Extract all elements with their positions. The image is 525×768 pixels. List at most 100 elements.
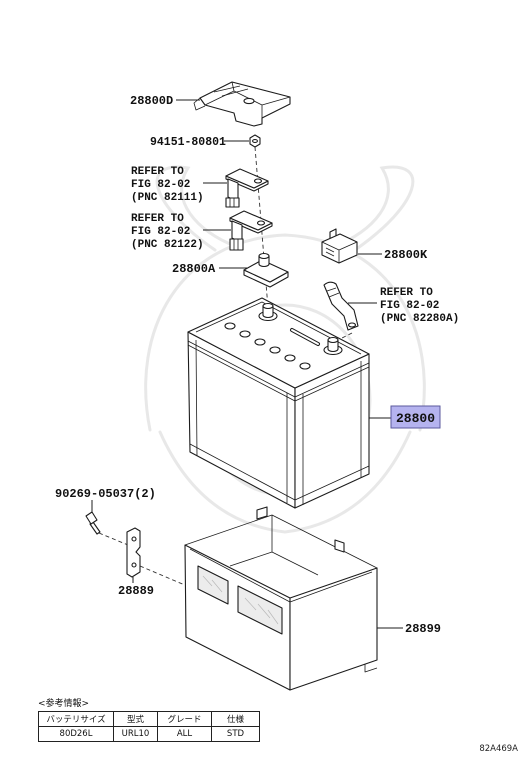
tray-window-small xyxy=(197,565,229,605)
highlight-box xyxy=(390,405,441,429)
clamp-82111-hole xyxy=(253,178,263,184)
watermark-right-horn xyxy=(333,165,415,252)
clip-lower-hole xyxy=(131,562,137,568)
tray-right-face xyxy=(289,567,378,691)
cover-ribs xyxy=(213,85,249,97)
cable-terminal-pnc-82280a[interactable] xyxy=(323,281,359,331)
refer-to-pnc-82111[interactable]: REFER TO FIG 82-02 (PNC 82111) xyxy=(131,166,204,204)
nut-94151-80801[interactable] xyxy=(249,134,261,148)
clip-body xyxy=(126,527,141,578)
cell-cap xyxy=(224,322,236,330)
table-row: 80D26L URL10 ALL STD xyxy=(38,726,260,742)
label-28800a[interactable]: 28800A xyxy=(172,262,216,276)
header-spec: 仕様 xyxy=(211,711,260,727)
battery-cell-caps xyxy=(224,322,311,370)
clip-upper-hole xyxy=(131,536,137,542)
label-28800-highlighted[interactable]: 28800 xyxy=(390,405,441,429)
tray-window-hatching xyxy=(202,575,279,625)
terminal-bracket-28800a[interactable] xyxy=(243,252,289,288)
refer-to-pnc-82280a[interactable]: REFER TO FIG 82-02 (PNC 82280A) xyxy=(380,287,459,325)
cable-terminal-body xyxy=(323,281,359,331)
refer-line-1: REFER TO xyxy=(131,213,184,225)
battery-28800[interactable] xyxy=(187,297,370,509)
cell-battery-size: 80D26L xyxy=(38,726,114,742)
refer-line-3: (PNC 82111) xyxy=(131,192,204,204)
cell-cap xyxy=(284,354,296,362)
battery-positive-terminal xyxy=(323,336,343,356)
reference-info: <参考情報> バッテリサイズ 型式 グレード 仕様 80D26L URL10 A… xyxy=(38,698,260,742)
watermark-neck-guard xyxy=(158,430,412,534)
leader-lines xyxy=(91,99,403,629)
label-28800k[interactable]: 28800K xyxy=(384,248,428,262)
positive-terminal-post xyxy=(327,339,339,353)
clamp-pnc-82111[interactable] xyxy=(225,168,269,208)
bracket-bolt-head xyxy=(258,252,270,260)
negative-terminal-top xyxy=(262,302,274,310)
connector-edges xyxy=(321,241,358,263)
refer-line-2: FIG 82-02 xyxy=(131,226,190,238)
clamp-pnc-82122[interactable] xyxy=(229,210,273,251)
refer-line-3: (PNC 82122) xyxy=(131,239,204,251)
bolt-90269-05037[interactable] xyxy=(85,511,101,535)
battery-vent-slot-inner xyxy=(291,329,319,345)
label-28800d[interactable]: 28800D xyxy=(130,94,173,108)
clamp-82111-cable-lines xyxy=(229,198,235,207)
cell-grade: ALL xyxy=(157,726,212,742)
cover-hole xyxy=(243,97,255,105)
tray-bottom-step xyxy=(364,664,378,673)
battery-top-inner-rim xyxy=(195,301,362,355)
battery-case-ribs xyxy=(195,339,362,505)
cell-cap xyxy=(254,338,266,346)
header-model: 型式 xyxy=(113,711,158,727)
cable-terminal-lug-hole xyxy=(347,322,357,328)
battery-bottom-rim xyxy=(189,443,370,501)
battery-negative-terminal xyxy=(258,302,278,322)
refer-to-pnc-82122[interactable]: REFER TO FIG 82-02 (PNC 82122) xyxy=(131,213,204,251)
clamp-82122-hole xyxy=(256,220,266,226)
refer-line-1: REFER TO xyxy=(131,166,184,178)
label-94151-80801[interactable]: 94151-80801 xyxy=(150,136,226,149)
clamp-82122-cable-end xyxy=(229,238,244,251)
negative-terminal-post xyxy=(262,305,274,319)
label-28889[interactable]: 28889 xyxy=(118,584,154,598)
connector-body xyxy=(321,233,358,264)
refer-line-2: FIG 82-02 xyxy=(131,179,190,191)
reference-info-table: バッテリサイズ 型式 グレード 仕様 80D26L URL10 ALL STD xyxy=(38,711,260,742)
watermark-helmet-dome xyxy=(144,233,426,432)
cell-cap xyxy=(239,330,251,338)
clip-28889[interactable] xyxy=(126,527,141,578)
cell-model: URL10 xyxy=(113,726,158,742)
cell-cap xyxy=(269,346,281,354)
cover-outline xyxy=(199,81,291,127)
header-grade: グレード xyxy=(157,711,212,727)
label-28899[interactable]: 28899 xyxy=(405,622,441,636)
bracket-plate xyxy=(243,259,289,283)
connector-28800k[interactable] xyxy=(321,228,358,264)
refer-line-1: REFER TO xyxy=(380,287,433,299)
header-battery-size: バッテリサイズ xyxy=(38,711,114,727)
clamp-82111-cable-end xyxy=(225,197,240,208)
bolt-to-clip-dashed-line xyxy=(98,532,129,546)
positive-terminal-top xyxy=(327,336,339,344)
label-90269-05037[interactable]: 90269-05037(2) xyxy=(55,487,156,501)
battery-top-face xyxy=(187,297,370,389)
battery-tray-28899[interactable] xyxy=(184,506,378,691)
connector-slots xyxy=(325,247,335,257)
label-28800: 28800 xyxy=(396,411,435,426)
watermark-left-horn xyxy=(155,165,237,252)
nut-bore xyxy=(252,138,258,144)
tray-front-rim-inner xyxy=(189,548,373,603)
cable-terminal-sleeve-lines xyxy=(326,287,340,298)
tray-back-tab xyxy=(256,506,268,520)
figure-id: 82A469A xyxy=(479,744,518,754)
battery-cover-28800d[interactable] xyxy=(193,81,291,127)
tray-side-tab xyxy=(334,539,345,553)
tray-inner-corner xyxy=(229,515,319,576)
reference-info-title: <参考情報> xyxy=(38,699,90,709)
refer-line-2: FIG 82-02 xyxy=(380,300,439,312)
cell-cap xyxy=(299,362,311,370)
bolt-head xyxy=(85,511,98,525)
tray-window-large xyxy=(237,585,283,635)
